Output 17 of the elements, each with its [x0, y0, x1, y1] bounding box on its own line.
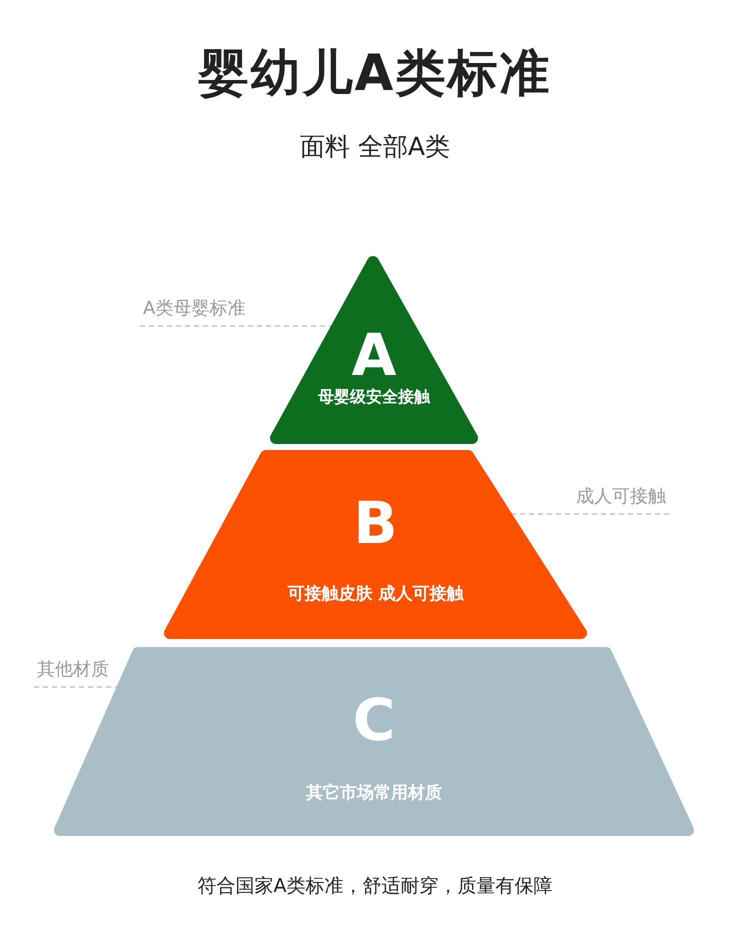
tier-description: 其它市场常用材质 — [305, 784, 443, 803]
caption: 符合国家A类标准，舒适耐穿，质量有保障 — [196, 874, 554, 899]
side-label: 其他材质 — [37, 657, 109, 681]
pyramid-tier — [54, 647, 694, 836]
subtitle: 面料 全部A类 — [298, 131, 452, 163]
title: 婴幼儿A类标准 — [197, 43, 552, 104]
pyramid-tier — [270, 256, 478, 444]
side-label: A类母婴标准 — [143, 296, 246, 320]
tier-description: 母婴级安全接触 — [317, 388, 432, 406]
leader-line — [140, 325, 332, 327]
side-label: 成人可接触 — [576, 484, 666, 508]
tier-letter: A — [352, 324, 396, 388]
leader-line — [511, 513, 669, 515]
tier-letter: C — [352, 689, 396, 753]
tier-description: 可接触皮肤 成人可接触 — [286, 585, 465, 604]
leader-line — [34, 686, 118, 688]
tier-letter: B — [352, 492, 399, 556]
